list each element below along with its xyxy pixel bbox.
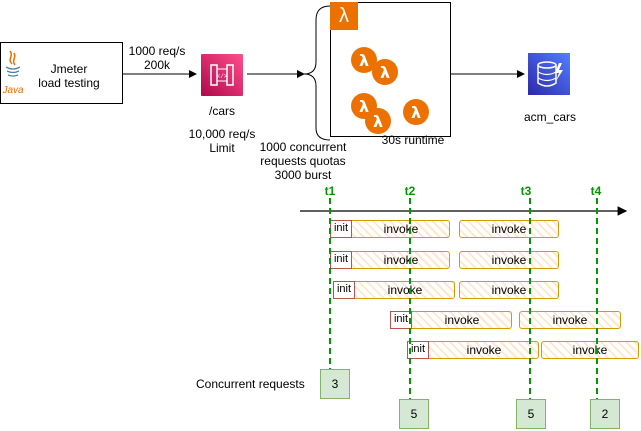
lambda-glyph: λ [380,63,390,82]
java-icon-text: Java [3,85,23,96]
lambda-badge-icon: λ [330,2,358,30]
svg-text:</>: </> [217,73,228,80]
client-rate-label: 1000 req/s 200k [128,44,186,72]
marker-t4: t4 [590,184,602,198]
marker-t2: t2 [404,184,416,198]
api-gateway-glyph: </> [210,64,234,86]
invoke-label: invoke [466,343,502,357]
invoke-bar [541,341,639,359]
lambda-glyph: λ [359,97,369,116]
invoke-bar [459,251,559,269]
init-block: init [390,311,412,329]
api-gateway-icon [201,54,243,96]
lambda-quota: 1000 concurrent requests quotas 3000 bur… [259,140,347,182]
lambda-badge-glyph: λ [339,5,349,27]
lambda-runtime: 30s runtime [381,133,445,147]
invoke-label: invoke [491,283,527,297]
concurrent-requests-label: Concurrent requests [196,377,305,391]
count-t4: 2 [590,399,620,429]
lambda-glyph: λ [359,51,369,70]
init-block: init [330,220,352,238]
lambda-glyph: λ [411,103,421,122]
count-t1: 3 [320,369,350,399]
invoke-label: invoke [444,313,480,327]
jmeter-label: Jmeter load testing [38,62,100,90]
java-icon: Java [3,50,23,96]
lambda-functions: λ λ λ λ λ [351,47,429,134]
init-block: init [330,251,352,269]
count-t3: 5 [516,399,546,429]
api-limit: 10,000 req/s Limit [188,127,256,155]
invoke-bar [459,220,559,238]
jmeter-box [0,42,123,104]
dynamodb-name: acm_cars [523,110,576,124]
init-block: init [333,281,355,299]
curly-brace [303,5,331,141]
init-block: init [407,341,429,359]
api-name: /cars [208,104,235,118]
invoke-label: invoke [491,222,527,236]
marker-t3: t3 [520,184,532,198]
invoke-label: invoke [552,313,588,327]
invoke-label: invoke [387,283,423,297]
lambda-glyph: λ [373,112,383,131]
invoke-bar [519,311,621,329]
marker-t1: t1 [324,184,336,198]
count-t2: 5 [399,399,429,429]
invoke-label: invoke [491,253,527,267]
lambda-icon [351,47,429,134]
invoke-bar [459,281,559,299]
dynamodb-glyph [537,61,563,87]
invoke-label: invoke [572,343,608,357]
